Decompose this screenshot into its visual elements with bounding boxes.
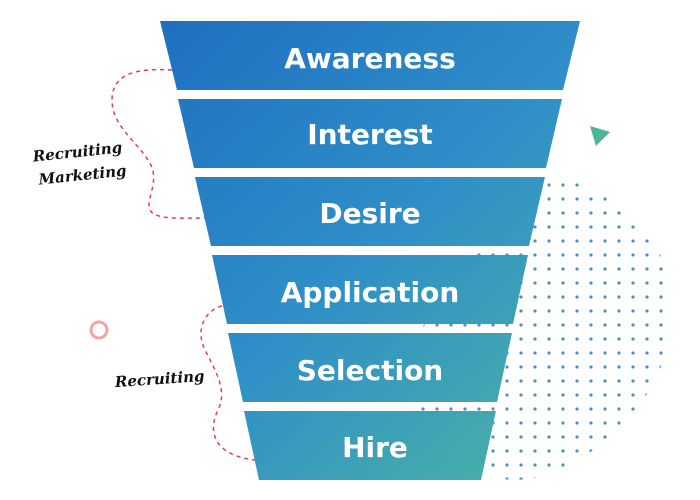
recruiting-marketing-label-line1: Recruiting bbox=[31, 138, 123, 165]
dotted-blob-decoration bbox=[409, 173, 672, 480]
funnel-stage-hire bbox=[244, 411, 496, 480]
recruiting-marketing-bracket bbox=[111, 68, 206, 219]
stage-label-desire: Desire bbox=[319, 197, 420, 230]
funnel-stage-selection bbox=[228, 333, 512, 402]
triangle-icon bbox=[590, 126, 610, 146]
funnel-stage-desire bbox=[195, 177, 545, 246]
ring-icon bbox=[89, 320, 109, 340]
stage-label-selection: Selection bbox=[297, 354, 444, 387]
stage-label-interest: Interest bbox=[307, 118, 433, 151]
recruiting-label: Recruiting bbox=[113, 367, 205, 391]
recruiting-bracket bbox=[200, 305, 256, 461]
funnel-stage-interest bbox=[178, 99, 562, 168]
stage-label-hire: Hire bbox=[342, 431, 408, 464]
recruiting-marketing-label-line2: Marketing bbox=[37, 161, 128, 188]
stage-label-awareness: Awareness bbox=[284, 42, 456, 75]
funnel-stage-awareness bbox=[160, 21, 580, 90]
funnel-stage-application bbox=[212, 255, 528, 324]
stage-label-application: Application bbox=[281, 276, 460, 309]
